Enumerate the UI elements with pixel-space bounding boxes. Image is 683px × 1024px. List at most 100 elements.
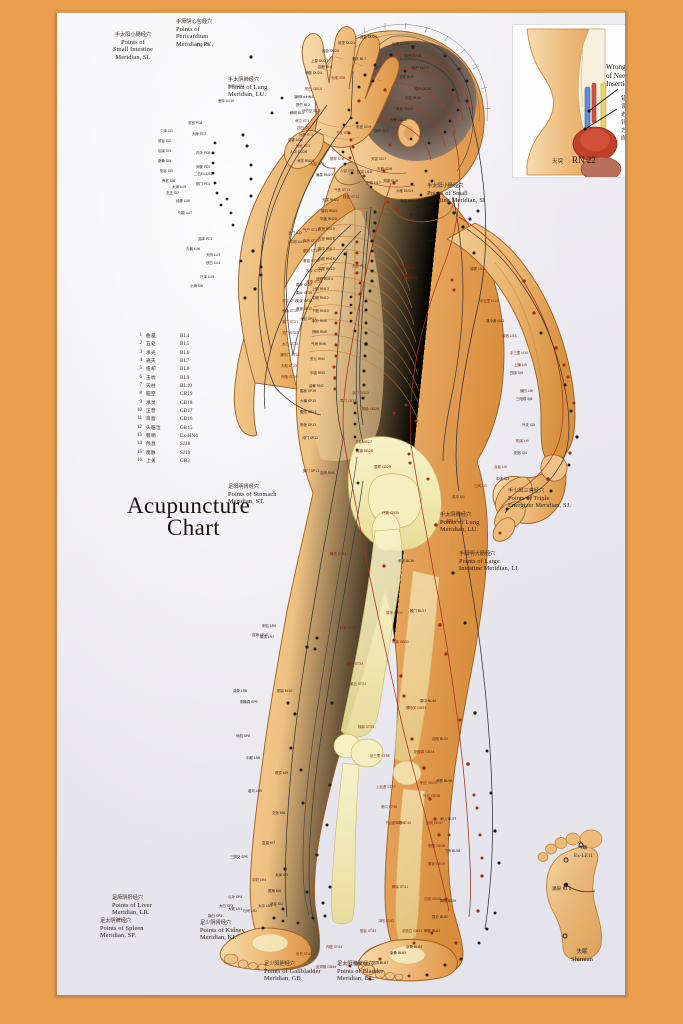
acupoint-label: 阳池 SJ4 [514,451,527,455]
acupoint-label: 梁丘 ST34 [350,682,367,686]
ear-canal [404,126,414,140]
acupoint-label: 腹哀 SP16 [300,389,317,393]
acupoint-label: 居髎 GB29 [374,465,391,469]
acupoint-label: 上廉 LI9 [514,363,527,367]
acupoint-label: 关元 RN4 [310,357,325,361]
acupoint-label: 维道 GB28 [356,449,373,453]
legend-point-code: BL4 [180,333,190,339]
acupoint-label: 侠白 LU4 [206,261,221,265]
meridian-label-en: Points of Kidney Meridian, KI. [200,926,245,942]
sole-point-mid [563,857,569,863]
acupoint-label: 下巨虚 ST39 [385,821,405,825]
acupoint-label: 头维 ST8 [331,76,346,80]
legend-number: 12 [137,424,142,430]
acupoint-label: 百会 DU20 [360,35,378,39]
acupoint-label: 三阳络 SJ8 [516,397,533,401]
acupoint-label: 阳交 GB35 [420,781,437,785]
acupoint-label: 外陵 ST26 [281,375,298,379]
acupoint-label: 风府 DU16 [414,87,432,91]
du-meridian [442,196,464,462]
acupoint-label: 鸠尾 RN15 [318,267,335,271]
left-hand [301,26,400,148]
legend-point-code: GB17 [180,408,193,415]
acupoint-label: 丝竹空 SJ23 [302,109,321,113]
acupoint-label: 囟会 DU22 [322,49,340,53]
qiduan-label: 气端 [578,845,587,851]
acupoint-label: 公孙 SP4 [228,895,243,899]
acupoint-label: 章门 LR13 [340,399,357,403]
legend-point-code: BL8 [180,366,190,373]
acupoint-label: 中封 LR4 [252,878,267,882]
acupoint-label: 水分 RN9 [312,319,327,323]
acupoint-label: 肩贞 SI9 [420,239,433,243]
gallbladder-meridian [409,130,471,918]
acupoint-label: 人中 DU26 [290,150,308,154]
legend-point-code: BL6 [180,349,190,356]
acupoint-label: 人迎 ST9 [340,169,355,173]
legend-number: 5 [139,366,143,372]
acupoint-label: 侠溪 GB43 [355,962,372,966]
acupoint-label: 膺窗 ST16 [303,259,320,263]
acupoint-label: 太溪 KI3 [275,873,289,877]
acupoint-label: 周荣 SP20 [296,283,313,287]
acupoint-label: 交信 KI8 [272,811,286,815]
acupoint-label: 前顶 DU21 [338,41,356,45]
meridian-label-cn: 足少阴肾经穴 [200,920,232,926]
acupoint-label: 气舍 ST11 [334,188,351,192]
knee-rear [392,760,422,786]
acupoint-label: 四渎 SJ9 [510,371,523,375]
acupoint-label: 阴陵泉 SP9 [240,700,258,704]
acupoint-label: 手五里 LI13 [480,299,499,303]
acupoint-label: 腕骨 SI4 [158,159,171,163]
meridian-label-cn: 足太阴脾经穴 [100,918,132,924]
acupoint-label: 内关 PC6 [196,151,211,155]
acupoint-label: 犊鼻 ST35 [358,725,375,729]
acupoint-label: 地机 SP8 [236,734,251,738]
legend-point-code: GB3 [180,458,190,465]
warning-line-3: Insertion [606,80,627,89]
acupoint-label: 飞扬 BL58 [444,849,461,853]
acupoint-label: 京骨 BL64 [406,945,423,949]
legend-point-cn: 天柱 [146,384,156,390]
acupoint-label: 足三里 ST36 [370,754,390,758]
acupoint-label: 大包 SP21 [300,317,317,321]
acupoint-label: 气海 RN6 [311,342,326,346]
wrong-direction-warning-cn: 错误进针方向 [621,96,627,142]
acupoint-label: 腹结 SP14 [300,410,317,414]
acupoint-label: 玉枕 BL9 [399,75,414,79]
acupoint-label: 大椎 DU14 [396,189,414,193]
acupoint-label: 天池 PC1 [352,264,367,268]
meridian-label-en: Points of Triple Energizer Meridian, SJ. [508,494,571,510]
acupoint-label: 承扶 BL36 [398,559,415,563]
acupoint-label: 丘墟 GB40 [424,897,441,901]
acupoint-label: 经渠 LU8 [176,199,191,203]
acupoint-label: 冲门 SP12 [302,436,319,440]
legend-point-code: GB16 [180,416,193,423]
acupoint-label: 臂臑 LI14 [470,267,485,271]
acupoint-label: 府舍 SP13 [300,423,317,427]
poster-edge-right [625,11,627,997]
legend-point-code: GB18 [180,399,193,406]
acupoint-label: 巨阙 RN14 [316,277,333,281]
legend-point-cn: 脑空 [146,392,156,398]
acupoint-label: 环跳 GB30 [382,511,399,515]
liver-meridian [302,456,358,916]
neck-inset-caption: 天突 RN 22 [552,155,627,165]
acupoint-label: 食窦 SP17 [296,307,313,311]
acupoint-label: 中都 LR6 [246,756,261,760]
acupoint-label: 完骨 GB12 [390,118,407,122]
acupoint-label: 照海 KI6 [268,889,282,893]
acupoint-label: 养老 SI6 [162,179,175,183]
body-illustration [211,22,579,982]
acupoint-label: 胸乡 SP19 [296,291,313,295]
